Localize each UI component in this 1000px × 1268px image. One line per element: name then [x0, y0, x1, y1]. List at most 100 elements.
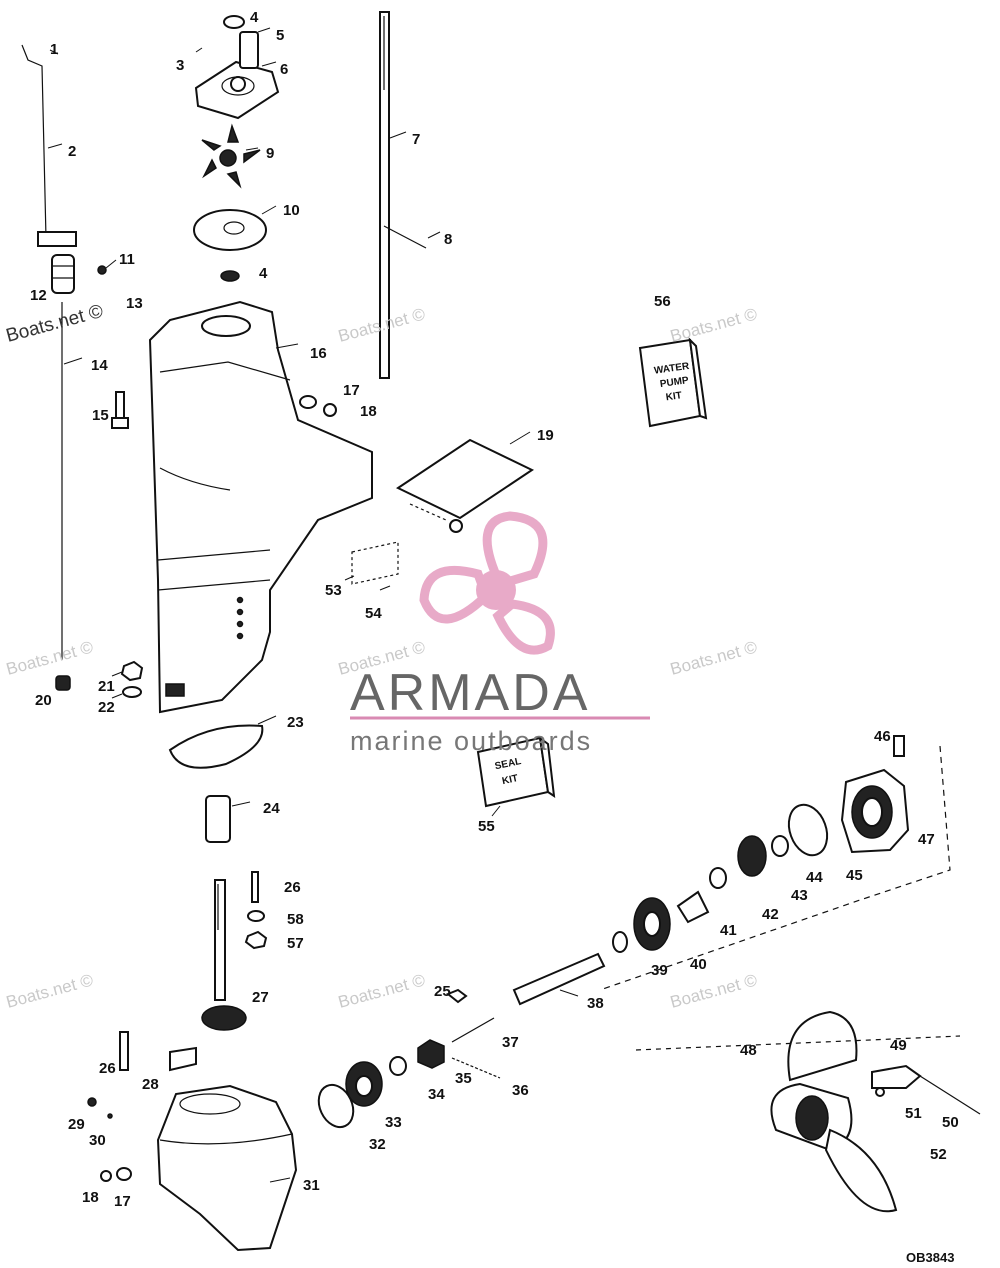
callout-50: 50: [942, 1114, 959, 1131]
callout-22: 22: [98, 699, 115, 716]
gearcase: [156, 1084, 298, 1252]
callout-27: 27: [252, 989, 269, 1006]
svg-text:KIT: KIT: [501, 773, 519, 787]
callout-8: 8: [444, 231, 452, 248]
water-pump-kit-text: WATER PUMP KIT: [653, 361, 690, 404]
o-ring-gasket: [168, 715, 277, 769]
callout-24: 24: [263, 800, 280, 817]
callout-16: 16: [310, 345, 327, 362]
callout-48: 48: [740, 1042, 757, 1059]
watermark-text: Boats.net ©: [4, 637, 95, 679]
callout-49: 49: [890, 1037, 907, 1054]
watermark-text: Boats.net ©: [668, 637, 759, 679]
callout-10: 10: [283, 202, 300, 219]
callout-38: 38: [587, 995, 604, 1012]
callout-34: 34: [428, 1086, 445, 1103]
svg-text:SEAL: SEAL: [494, 756, 522, 772]
callout-33: 33: [385, 1114, 402, 1131]
callout-12: 12: [30, 287, 47, 304]
svg-text:KIT: KIT: [665, 390, 682, 403]
line-art: [21, 11, 981, 1252]
water-pump-kit-box: [638, 337, 708, 428]
callout-31: 31: [303, 1177, 320, 1194]
callout-32: 32: [369, 1136, 386, 1153]
callout-7: 7: [412, 131, 420, 148]
screw-15: [111, 391, 129, 429]
callout-17: 17: [343, 382, 360, 399]
watermark-text: Boats.net ©: [668, 304, 759, 346]
callout-36: 36: [512, 1082, 529, 1099]
callout-35: 35: [455, 1070, 472, 1087]
callout-11: 11: [119, 251, 135, 268]
watermark-text: Boats.net ©: [4, 301, 106, 347]
callout-46: 46: [874, 728, 891, 745]
callout-57: 57: [287, 935, 304, 952]
callout-20: 20: [35, 692, 52, 709]
seal-kit-box: [476, 735, 556, 817]
callout-55: 55: [478, 818, 495, 835]
washer-screw-upper: [299, 395, 337, 417]
forward-gear-train: [317, 952, 606, 1129]
callout-56: 56: [654, 293, 671, 310]
shift-rod-lower: [55, 302, 83, 691]
callout-54: 54: [365, 605, 382, 622]
shift-coupler: [51, 254, 117, 294]
callout-15: 15: [92, 407, 109, 424]
callout-42: 42: [762, 906, 779, 923]
callout-47: 47: [918, 831, 935, 848]
bearing-stack: [612, 835, 789, 953]
shift-rod-upper: [21, 44, 77, 247]
svg-text:WATER: WATER: [653, 361, 690, 377]
pinion-shaft: [201, 871, 268, 1031]
propeller: [635, 1010, 981, 1213]
impeller: [201, 123, 261, 189]
callout-18: 18: [82, 1189, 99, 1206]
callout-21: 21: [98, 678, 115, 695]
callout-28: 28: [142, 1076, 159, 1093]
callout-9: 9: [266, 145, 274, 162]
callout-26: 26: [284, 879, 301, 896]
callout-52: 52: [930, 1146, 947, 1163]
callout-39: 39: [651, 962, 668, 979]
propeller-logo-icon: [419, 511, 555, 655]
brand-name: ARMADA: [350, 664, 590, 722]
pump-housing: [194, 15, 280, 120]
svg-text:PUMP: PUMP: [659, 375, 689, 390]
drive-shaft: [379, 11, 441, 379]
drawing-code: OB3843: [906, 1250, 954, 1265]
callout-1: 1: [50, 41, 58, 58]
callout-14: 14: [91, 357, 108, 374]
callout-40: 40: [690, 956, 707, 973]
callout-5: 5: [276, 27, 284, 44]
callout-4: 4: [250, 9, 259, 26]
callout-53: 53: [325, 582, 342, 599]
brand-tagline: marine outboards: [350, 726, 592, 756]
gasket-sheet: [395, 431, 535, 533]
vent-plug: [344, 541, 399, 591]
bearing-carrier: [599, 735, 951, 991]
gearcase-small-parts: [87, 1031, 197, 1182]
callout-13: 13: [126, 295, 143, 312]
callout-17: 17: [114, 1193, 131, 1210]
callout-19: 19: [537, 427, 554, 444]
watermark-text: Boats.net ©: [4, 970, 95, 1012]
callout-51: 51: [905, 1105, 922, 1122]
seal-kit-text: SEAL KIT: [494, 756, 522, 787]
callout-58: 58: [287, 911, 304, 928]
callout-37: 37: [502, 1034, 519, 1051]
callout-26: 26: [99, 1060, 116, 1077]
callout-29: 29: [68, 1116, 85, 1133]
watermark-text: Boats.net ©: [668, 970, 759, 1012]
wear-plate: [193, 205, 277, 282]
callout-25: 25: [434, 983, 451, 1000]
callout-2: 2: [68, 143, 76, 160]
sleeve: [205, 795, 251, 843]
callout-41: 41: [720, 922, 737, 939]
callout-3: 3: [176, 57, 184, 74]
callout-44: 44: [806, 869, 823, 886]
callout-6: 6: [280, 61, 288, 78]
driveshaft-housing: [148, 300, 373, 714]
callout-45: 45: [846, 867, 863, 884]
